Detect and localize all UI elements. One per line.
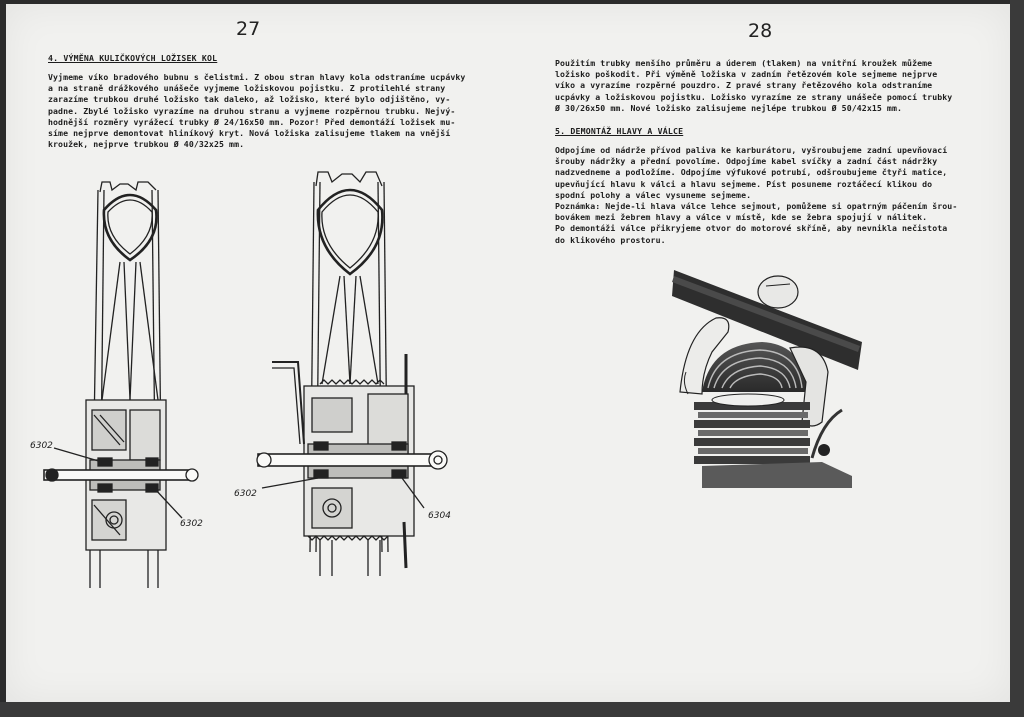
bearing-label-6304: 6304 [428,511,451,521]
left-section-heading: 4. VÝMĚNA KULIČKOVÝCH LOŽISEK KOL [48,53,218,63]
right-section-heading: 5. DEMONTÁŽ HLAVY A VÁLCE [555,126,684,136]
right-paragraph: Odpojíme od nádrže přívod paliva ke karb… [555,145,948,200]
right-intro-paragraph: Použitím trubky menšího průměru a úderem… [555,58,953,113]
left-page-number: 27 [236,18,261,40]
left-paragraph: Vyjmeme víko bradového bubnu s čelistmi.… [48,72,466,150]
bearing-label-6302-c: 6302 [234,489,257,499]
note-paragraph: Poznámka: Nejde-li hlava válce lehce sej… [555,201,958,245]
scan-border-bottom [0,702,1024,717]
bearing-label-6302-b: 6302 [180,519,203,529]
wheel-hub-drawing-right: 6302 6304 [234,171,451,576]
cylinder-head-removal-illustration [672,270,862,488]
scan-border-right [1010,0,1024,717]
bearing-label-6302-a: 6302 [30,441,53,451]
right-page-number: 28 [748,20,773,42]
wheel-hub-drawing-left: 6302 6302 [30,181,203,588]
